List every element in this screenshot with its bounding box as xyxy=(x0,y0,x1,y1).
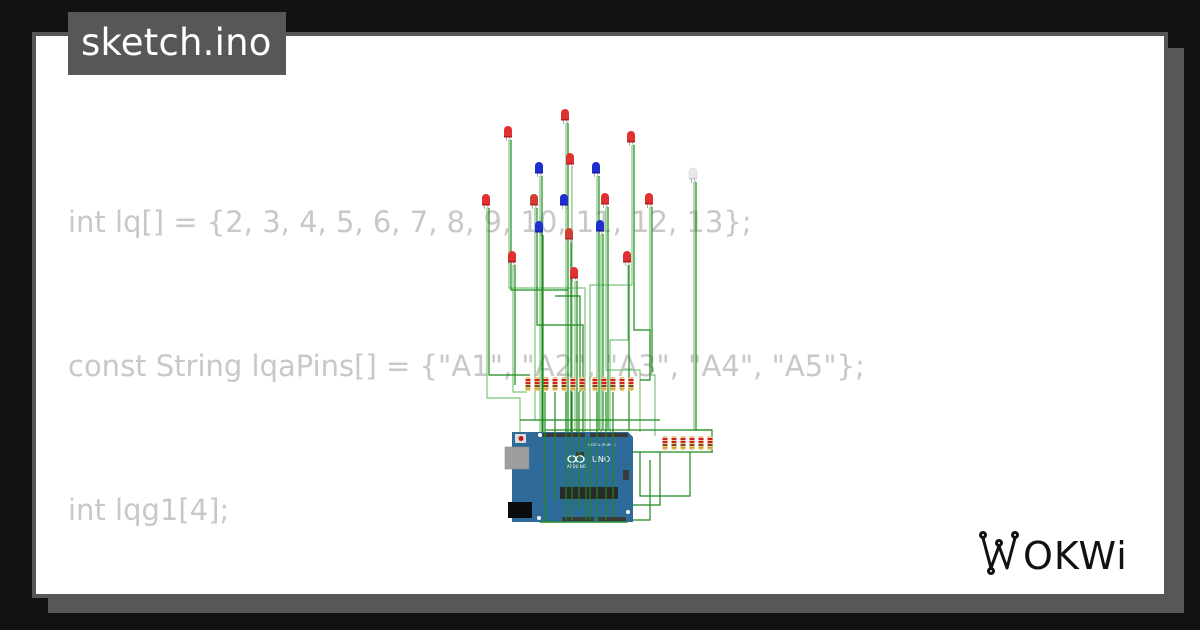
led xyxy=(482,194,490,210)
resistor-bank-2 xyxy=(662,436,713,450)
code-line: const String lqaPins[] = {"A1", "A2", "A… xyxy=(68,349,865,383)
led xyxy=(566,153,574,169)
file-title-tab[interactable]: sketch.ino xyxy=(68,12,286,75)
arduino-brand-label: ARDUINO xyxy=(567,464,586,469)
led xyxy=(601,193,609,209)
led xyxy=(570,267,578,283)
arduino-uno-board[interactable]: ARDUINO UNO DIGITAL (PWM ~) xyxy=(504,432,633,522)
led xyxy=(504,126,512,142)
uno-label: UNO xyxy=(592,455,610,464)
led xyxy=(645,193,653,209)
power-jack xyxy=(508,502,532,518)
led xyxy=(565,228,573,244)
led xyxy=(561,109,569,125)
led xyxy=(530,194,538,210)
led xyxy=(508,251,516,267)
led xyxy=(627,131,635,147)
led xyxy=(592,162,600,178)
usb-connector xyxy=(504,446,530,470)
digital-header xyxy=(543,433,585,437)
led-array xyxy=(482,109,698,283)
code-editor: int lq[] = {2, 3, 4, 5, 6, 7, 8, 9, 10, … xyxy=(68,102,1132,594)
led xyxy=(688,167,698,184)
resistor-bank-1 xyxy=(525,377,634,391)
wokwi-logo: OKWi xyxy=(979,531,1128,578)
microcontroller-chip xyxy=(560,487,618,499)
led xyxy=(560,194,568,210)
analog-header xyxy=(562,517,594,521)
wokwi-logo-text: OKWi xyxy=(1023,534,1128,578)
led xyxy=(535,221,543,237)
board-wires xyxy=(540,392,628,523)
led xyxy=(623,251,631,267)
svg-text:DIGITAL (PWM ~): DIGITAL (PWM ~) xyxy=(588,443,615,447)
led xyxy=(535,162,543,178)
code-line: int lqg1[4]; xyxy=(68,493,230,527)
led xyxy=(596,220,604,236)
